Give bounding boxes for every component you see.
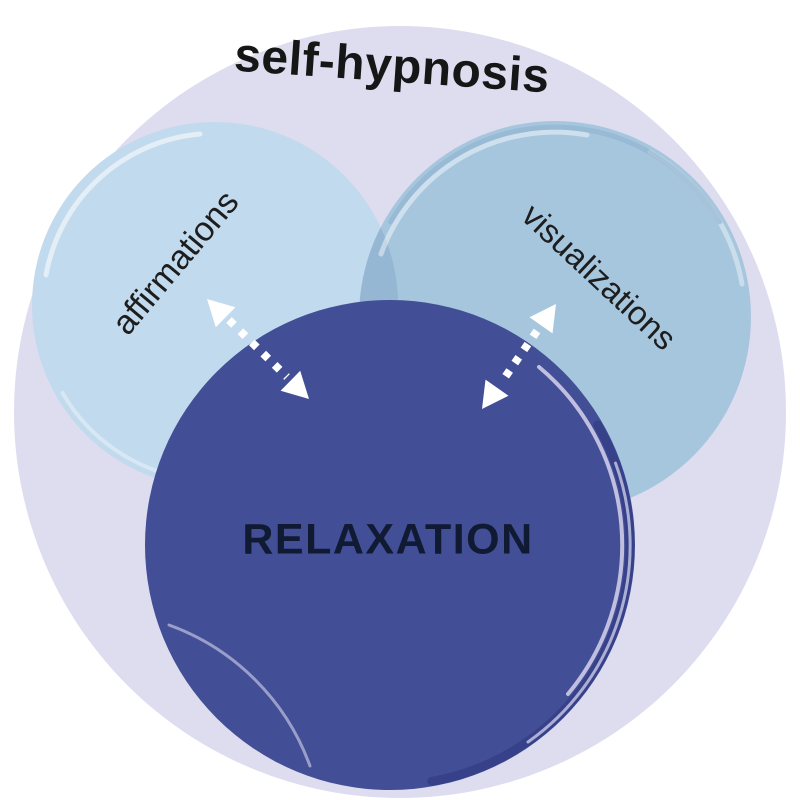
brush-gap-streak xyxy=(167,623,312,768)
brush-highlight xyxy=(43,131,203,278)
relaxation-affirmations-arrow xyxy=(207,299,309,399)
dotted-arrow-shaft xyxy=(226,317,290,380)
arrowhead-down-left-icon xyxy=(482,379,509,409)
brush-edge-shade xyxy=(388,124,722,225)
brush-gap-streak xyxy=(537,365,625,696)
arrowhead-up-left-icon xyxy=(207,299,236,328)
relaxation-circle xyxy=(145,300,635,790)
relaxation-visualizations-arrow xyxy=(482,304,556,409)
relaxation-label: RELAXATION xyxy=(242,515,534,564)
arrowhead-up-right-icon xyxy=(529,304,556,334)
dotted-arrow-shaft xyxy=(497,328,541,386)
brush-gap-streak xyxy=(526,461,632,744)
brush-highlight xyxy=(378,129,590,257)
arrowhead-down-right-icon xyxy=(280,370,309,399)
